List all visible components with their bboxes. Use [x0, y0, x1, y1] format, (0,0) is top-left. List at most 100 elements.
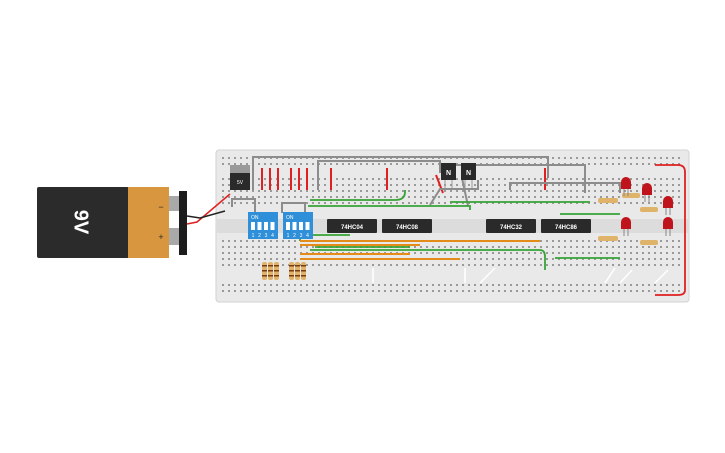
dip-number: 3 — [300, 233, 303, 239]
wire-gray[interactable] — [231, 198, 256, 213]
wire-gray[interactable] — [252, 156, 549, 190]
wire-green[interactable] — [308, 205, 471, 210]
resistor-band — [295, 270, 300, 272]
dip-toggle[interactable] — [251, 222, 255, 230]
resistor-band — [262, 275, 267, 277]
resistor[interactable] — [622, 193, 640, 198]
resistor-band — [274, 270, 279, 272]
dip-toggle[interactable] — [305, 222, 310, 230]
chip-74hc04[interactable]: 74HC04 — [327, 219, 377, 233]
resistor[interactable] — [640, 240, 658, 245]
regulator-tab — [230, 165, 250, 173]
chip-74hc08[interactable]: 74HC08 — [382, 219, 432, 233]
resistor-band — [289, 265, 294, 267]
resistor-band — [295, 275, 300, 277]
resistor-band — [289, 270, 294, 272]
led[interactable] — [663, 196, 673, 215]
power-jumpers-top[interactable] — [261, 168, 546, 194]
wire-white[interactable] — [619, 269, 633, 284]
wire-green[interactable] — [310, 190, 406, 201]
voltage-regulator-5v[interactable]: 5V — [230, 165, 250, 190]
dip-number: 1 — [287, 233, 290, 239]
resistor-band — [268, 270, 273, 272]
dip-number: 4 — [271, 233, 274, 239]
regulator-label: 5V — [237, 180, 244, 186]
resistor-band — [274, 265, 279, 267]
resistors-right[interactable] — [598, 193, 658, 245]
led[interactable] — [663, 217, 673, 236]
wire-battery-negative[interactable] — [186, 210, 226, 219]
resistor-band — [268, 275, 273, 277]
resistor-band — [301, 265, 306, 267]
chip-label: 74HC32 — [500, 225, 523, 231]
resistor-band — [301, 275, 306, 277]
white-wires[interactable] — [372, 267, 669, 284]
led[interactable] — [621, 177, 631, 196]
dip-number: 2 — [258, 233, 261, 239]
resistor-band — [301, 270, 306, 272]
battery-plus-symbol: + — [158, 232, 163, 242]
transistor-label: N — [466, 170, 471, 177]
chip-label: 74HC04 — [341, 225, 364, 231]
regulator-body — [230, 173, 250, 190]
wire-battery-positive[interactable] — [186, 193, 231, 225]
transistor-body — [441, 163, 456, 180]
wire-gray[interactable] — [281, 202, 306, 213]
dip-toggle[interactable] — [286, 222, 290, 230]
dip-number: 4 — [306, 233, 309, 239]
wire-white[interactable] — [654, 269, 669, 284]
wire-gray[interactable] — [317, 160, 441, 190]
transistor-1[interactable]: N — [441, 163, 456, 188]
wire-white[interactable] — [479, 267, 496, 284]
chip-body — [327, 219, 377, 233]
battery-minus-symbol: − — [158, 202, 163, 212]
battery-9v[interactable]: 9V − + — [37, 187, 187, 258]
resistor-bank-left[interactable] — [262, 262, 306, 280]
chip-body — [541, 219, 591, 233]
resistor-band — [274, 275, 279, 277]
resistor[interactable] — [598, 236, 618, 241]
wire-gray[interactable] — [509, 182, 621, 193]
dip-toggle[interactable] — [270, 222, 275, 230]
transistor-2[interactable]: N — [461, 163, 476, 188]
led[interactable] — [642, 183, 652, 202]
dip-on-label: ON — [251, 215, 259, 221]
gray-wires[interactable] — [231, 156, 621, 213]
chip-label: 74HC86 — [555, 225, 578, 231]
chip-label: 74HC08 — [396, 225, 419, 231]
resistor-band — [289, 275, 294, 277]
dip-toggle[interactable] — [292, 222, 297, 230]
dip-toggle[interactable] — [264, 222, 268, 230]
resistor-band — [262, 265, 267, 267]
battery-snap-connector — [179, 191, 187, 255]
resistor-band — [268, 265, 273, 267]
resistor[interactable] — [598, 198, 618, 203]
battery-terminal-negative[interactable] — [169, 196, 179, 211]
dip-number: 3 — [265, 233, 268, 239]
wire-white[interactable] — [604, 267, 616, 284]
resistor[interactable] — [640, 207, 658, 212]
transistor-body — [461, 163, 476, 180]
battery-terminal-positive[interactable] — [169, 228, 179, 245]
dip-toggle[interactable] — [257, 222, 262, 230]
chip-74hc86[interactable]: 74HC86 — [541, 219, 591, 233]
orange-wires[interactable] — [300, 240, 540, 260]
resistor-band — [295, 265, 300, 267]
transistor-label: N — [446, 170, 451, 177]
leds[interactable] — [621, 177, 673, 236]
battery-cap — [128, 187, 169, 258]
chip-74hc32[interactable]: 74HC32 — [486, 219, 536, 233]
green-wires[interactable] — [299, 190, 620, 270]
wire-gray[interactable] — [429, 180, 479, 206]
wire-red-power-loop[interactable] — [655, 164, 686, 296]
dip-toggle[interactable] — [299, 222, 303, 230]
battery-body — [37, 187, 129, 258]
wire-green[interactable] — [310, 249, 546, 270]
dip-number: 2 — [293, 233, 296, 239]
chip-body — [486, 219, 536, 233]
battery-voltage-label: 9V — [70, 210, 92, 235]
led[interactable] — [621, 217, 631, 236]
